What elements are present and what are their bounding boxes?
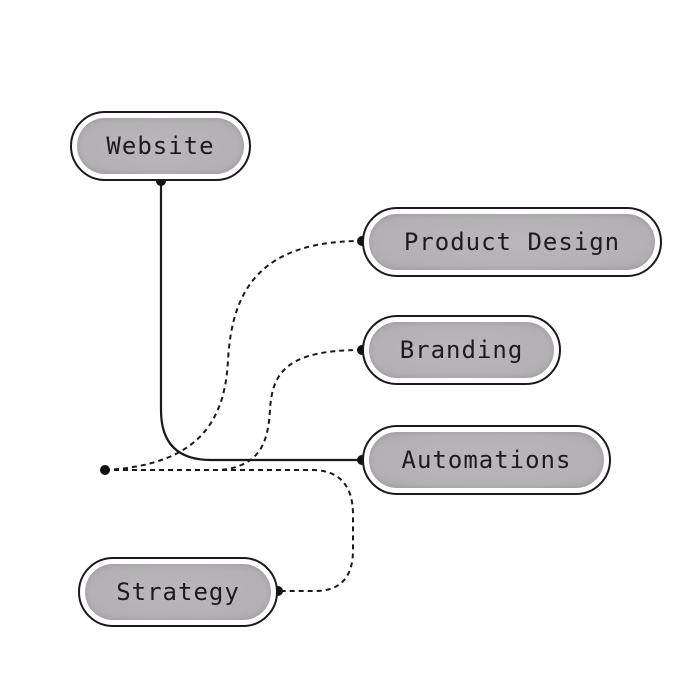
origin-dot: [100, 465, 110, 475]
node-website-fill: Website: [77, 118, 244, 174]
node-website[interactable]: Website: [70, 111, 251, 181]
node-label: Automations: [401, 446, 572, 474]
node-automations[interactable]: Automations: [362, 425, 611, 495]
edge-website-automations: [159, 181, 362, 462]
node-label: Website: [106, 132, 215, 160]
node-label: Product Design: [403, 228, 621, 256]
edge-origin-branding: [105, 349, 363, 471]
node-label: Branding: [399, 336, 524, 364]
node-product-design-fill: Product Design: [369, 214, 655, 270]
edge-origin-product-design: [104, 240, 363, 471]
node-branding[interactable]: Branding: [362, 315, 561, 385]
node-strategy-fill: Strategy: [85, 564, 271, 620]
node-strategy[interactable]: Strategy: [78, 557, 278, 627]
node-label: Strategy: [116, 578, 240, 606]
node-branding-fill: Branding: [369, 322, 554, 378]
node-product-design[interactable]: Product Design: [362, 207, 662, 277]
edge-origin-strategy: [105, 469, 354, 592]
node-automations-fill: Automations: [369, 432, 604, 488]
